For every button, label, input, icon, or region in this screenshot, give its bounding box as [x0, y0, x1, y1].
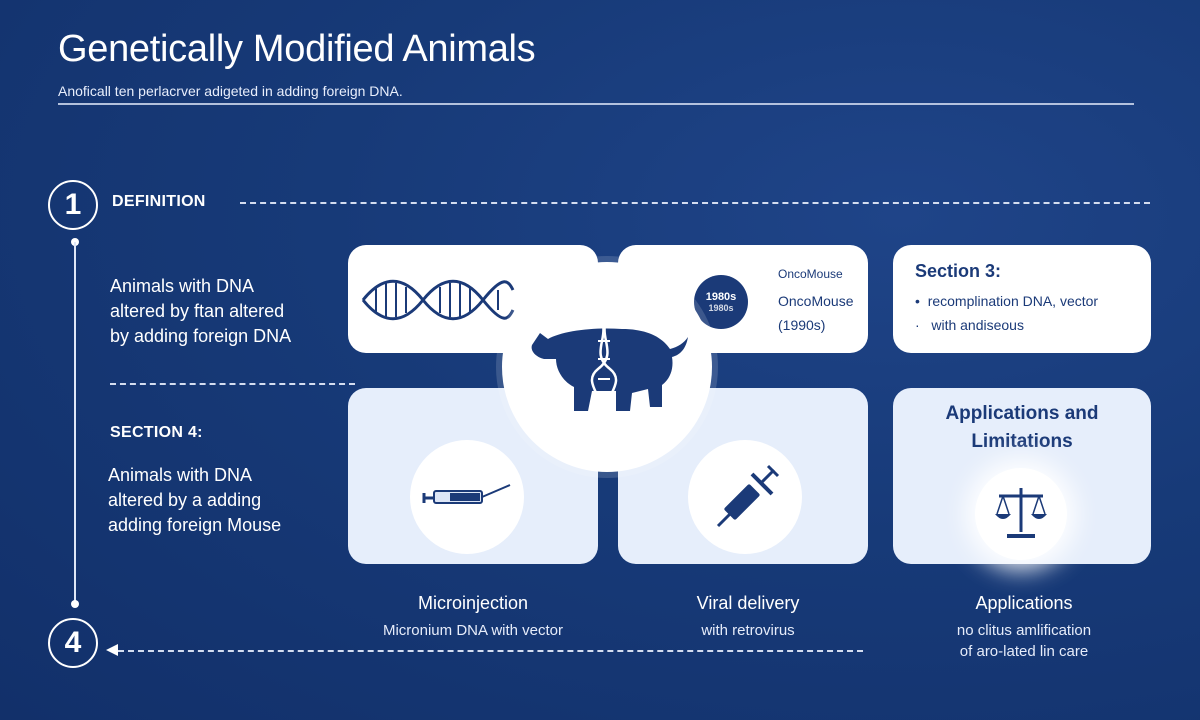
page-title: Genetically Modified Animals [58, 28, 536, 70]
section4-label: SECTION 4: [110, 424, 203, 441]
section-divider-dash [110, 383, 355, 385]
title-divider [58, 103, 1134, 105]
section3-bullet-1: • recomplination DNA, vector [915, 293, 1099, 309]
oncomouse-line1: OncoMouse [778, 267, 843, 281]
viral-syringe-icon [716, 464, 780, 528]
viral-icon-disc [688, 440, 802, 554]
bottom-dash-arrow [118, 650, 863, 652]
scales-icon [995, 488, 1047, 538]
applications-caption-title: Applications [975, 593, 1073, 613]
microinjection-caption-title: Microinjection [417, 593, 529, 613]
step-4-marker: 4 [48, 618, 98, 668]
pig-dna-icon [531, 312, 688, 422]
oncomouse-line2: OncoMouse [778, 293, 854, 309]
timeline-line [74, 242, 76, 602]
definition-label: DEFINITION [112, 193, 206, 210]
applications-caption-sub1: no clitus amlification [956, 622, 1092, 639]
applications-card: Applications and Limitations [893, 388, 1151, 564]
scales-icon-disc [975, 468, 1067, 560]
year-badge: 1980s 1980s [694, 275, 748, 329]
applications-card-title: Applications and Limitations [945, 403, 1099, 452]
viral-caption-title: Viral delivery [696, 593, 800, 613]
arrow-left-icon [106, 644, 118, 656]
section3-card: Section 3: • recomplination DNA, vector … [893, 245, 1151, 353]
step-1-marker: 1 [48, 180, 98, 230]
section3-title: Section 3: [915, 261, 1002, 281]
page-subtitle: Anoficall ten perlacrver adigeted in add… [58, 83, 403, 99]
dna-helix-icon [361, 279, 515, 321]
microinjection-icon-disc [410, 440, 524, 554]
microinjection-caption-sub: Micronium DNA with vector [382, 622, 564, 639]
section3-bullet-2: · with andiseous [915, 317, 1024, 333]
center-animal-disc [502, 262, 712, 472]
applications-caption-sub2: of aro-lated lin care [959, 643, 1089, 660]
viral-caption-sub: with retrovirus [701, 622, 795, 639]
syringe-icon [422, 484, 511, 504]
definition-dash-line [240, 202, 1150, 204]
section4-text: Animals with DNA altered by a adding add… [108, 465, 282, 535]
oncomouse-line3: (1990s) [778, 317, 826, 333]
definition-text: Animals with DNA altered by ftan altered… [110, 276, 292, 346]
timeline-dot-bottom [71, 600, 79, 608]
